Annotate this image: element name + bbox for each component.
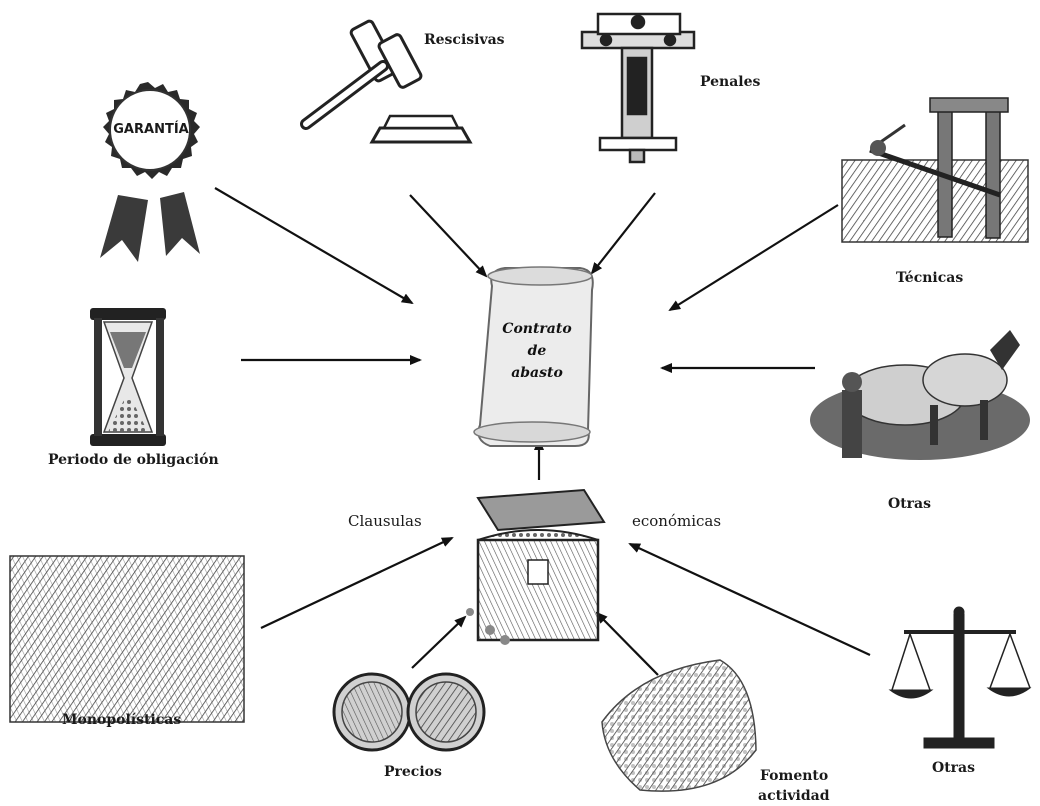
catapult-icon <box>842 98 1028 242</box>
coins-icon <box>334 674 484 750</box>
label-clausulas: Clausulas <box>348 512 422 530</box>
treasure-chest-icon <box>466 490 604 645</box>
city-icon <box>602 660 756 791</box>
badge-text: GARANTÍA <box>104 122 198 137</box>
arrow-otras-bottom <box>630 544 870 655</box>
center-line-3: abasto <box>496 362 578 384</box>
guarantee-badge-icon <box>100 82 200 262</box>
label-periodo: Periodo de obligación <box>48 452 219 468</box>
label-monopolisticas: Monopolísticas <box>62 712 181 728</box>
arrow-tecnicas <box>670 205 838 310</box>
label-fomento: Fomento actividad <box>758 766 829 806</box>
label-otras-bottom: Otras <box>932 760 975 776</box>
hourglass-icon <box>90 308 166 446</box>
label-fomento-line-2: actividad <box>758 786 829 806</box>
arrow-monopolisticas <box>261 538 452 628</box>
pillory-icon <box>582 14 694 162</box>
label-economicas: económicas <box>632 512 721 530</box>
crowd-engraving-icon <box>10 556 244 722</box>
arrow-rescisivas <box>410 195 486 276</box>
arrow-precios <box>412 617 465 668</box>
label-penales: Penales <box>700 74 760 90</box>
arrow-fomento <box>597 613 658 675</box>
center-label: Contrato de abasto <box>496 318 578 384</box>
scales-icon <box>890 607 1030 748</box>
label-rescisivas: Rescisivas <box>424 32 505 48</box>
label-otras-top: Otras <box>888 496 931 512</box>
label-precios: Precios <box>384 764 442 780</box>
center-line-2: de <box>496 340 578 362</box>
arrow-penales <box>592 193 655 273</box>
arrow-garantia <box>215 188 412 303</box>
pack-animals-icon <box>810 330 1030 460</box>
label-fomento-line-1: Fomento <box>758 766 829 786</box>
label-tecnicas: Técnicas <box>896 270 963 286</box>
center-line-1: Contrato <box>496 318 578 340</box>
